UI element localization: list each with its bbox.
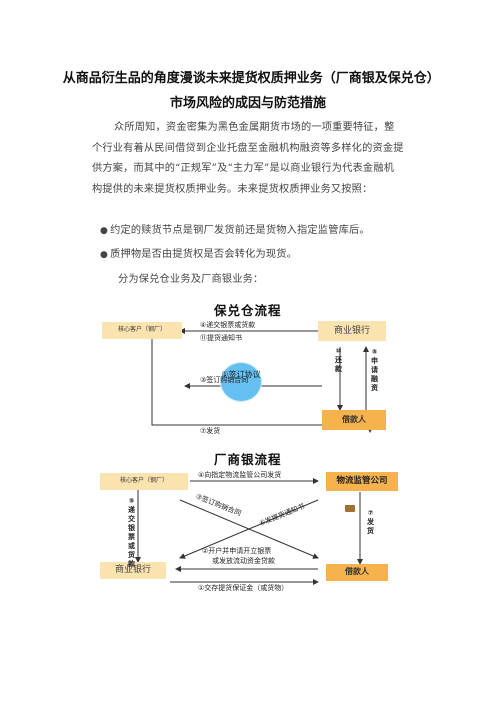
d2-monitor-box: 物流监管公司 [326, 472, 398, 491]
d2-borrower-box: 借款人 [326, 564, 388, 581]
intro-paragraph: 众所周知，资金密集为黑色金属期货市场的一项重要特征，整个行业有着从民间借贷到企业… [92, 122, 404, 195]
bullet-item-1: 约定的赎货节点是钢厂发货前还是货物入指定监管库后。 [100, 221, 404, 242]
article-title: 从商品衍生品的角度漫谈未来提货权质押业务（厂商银及保兑仓）市场风险的成因与防范措… [62, 71, 434, 111]
d1-step5-label: ⑤申请融资 [371, 348, 378, 392]
d1-step4-label: ④递交银票或货款 [200, 321, 256, 329]
d1-bank-box: 商业银行 [318, 321, 386, 341]
d1-step7-label: ⑦发货 [200, 427, 221, 435]
d1-step10-label: ⑩还款 [335, 347, 342, 373]
d2-step1-label: ①交存提货保证金（或货物） [198, 584, 289, 592]
truck-icon [345, 505, 355, 512]
d1-core-customer-box: 核心客户（钢厂） [102, 322, 182, 339]
d1-agreement-circle: ①签订协议 [220, 362, 262, 402]
d2-step4-label: ④向指定物流监管公司发货 [198, 471, 282, 479]
d1-step11-label: ⑪提货通知书 [200, 334, 242, 342]
diagram2-title: 厂商银流程 [214, 452, 282, 467]
d2-step5-label: ⑤递交银票或货款 [128, 497, 135, 568]
d2-core-customer-box: 核心客户（钢厂） [100, 473, 188, 490]
d1-step3-label: ③签订购销合同 [200, 376, 249, 384]
d2-step2a-label: ②开户并申请开立银票 [202, 547, 272, 555]
arrow-d2-cross2 [179, 499, 319, 559]
d2-step2b-label: 或发放流动资金贷款 [212, 557, 275, 565]
diagram1-title: 保兑仓流程 [214, 303, 282, 318]
section-lead-paragraph: 分为保兑仓业务及厂商银业务： [118, 274, 264, 285]
d1-borrower-box: 借款人 [322, 410, 386, 430]
bullet-item-2: 质押物是否由提货权是否会转化为现货。 [100, 245, 404, 266]
d2-bank-box: 商业银行 [100, 562, 166, 579]
d2-step7-label: ⑦发货 [367, 509, 374, 535]
